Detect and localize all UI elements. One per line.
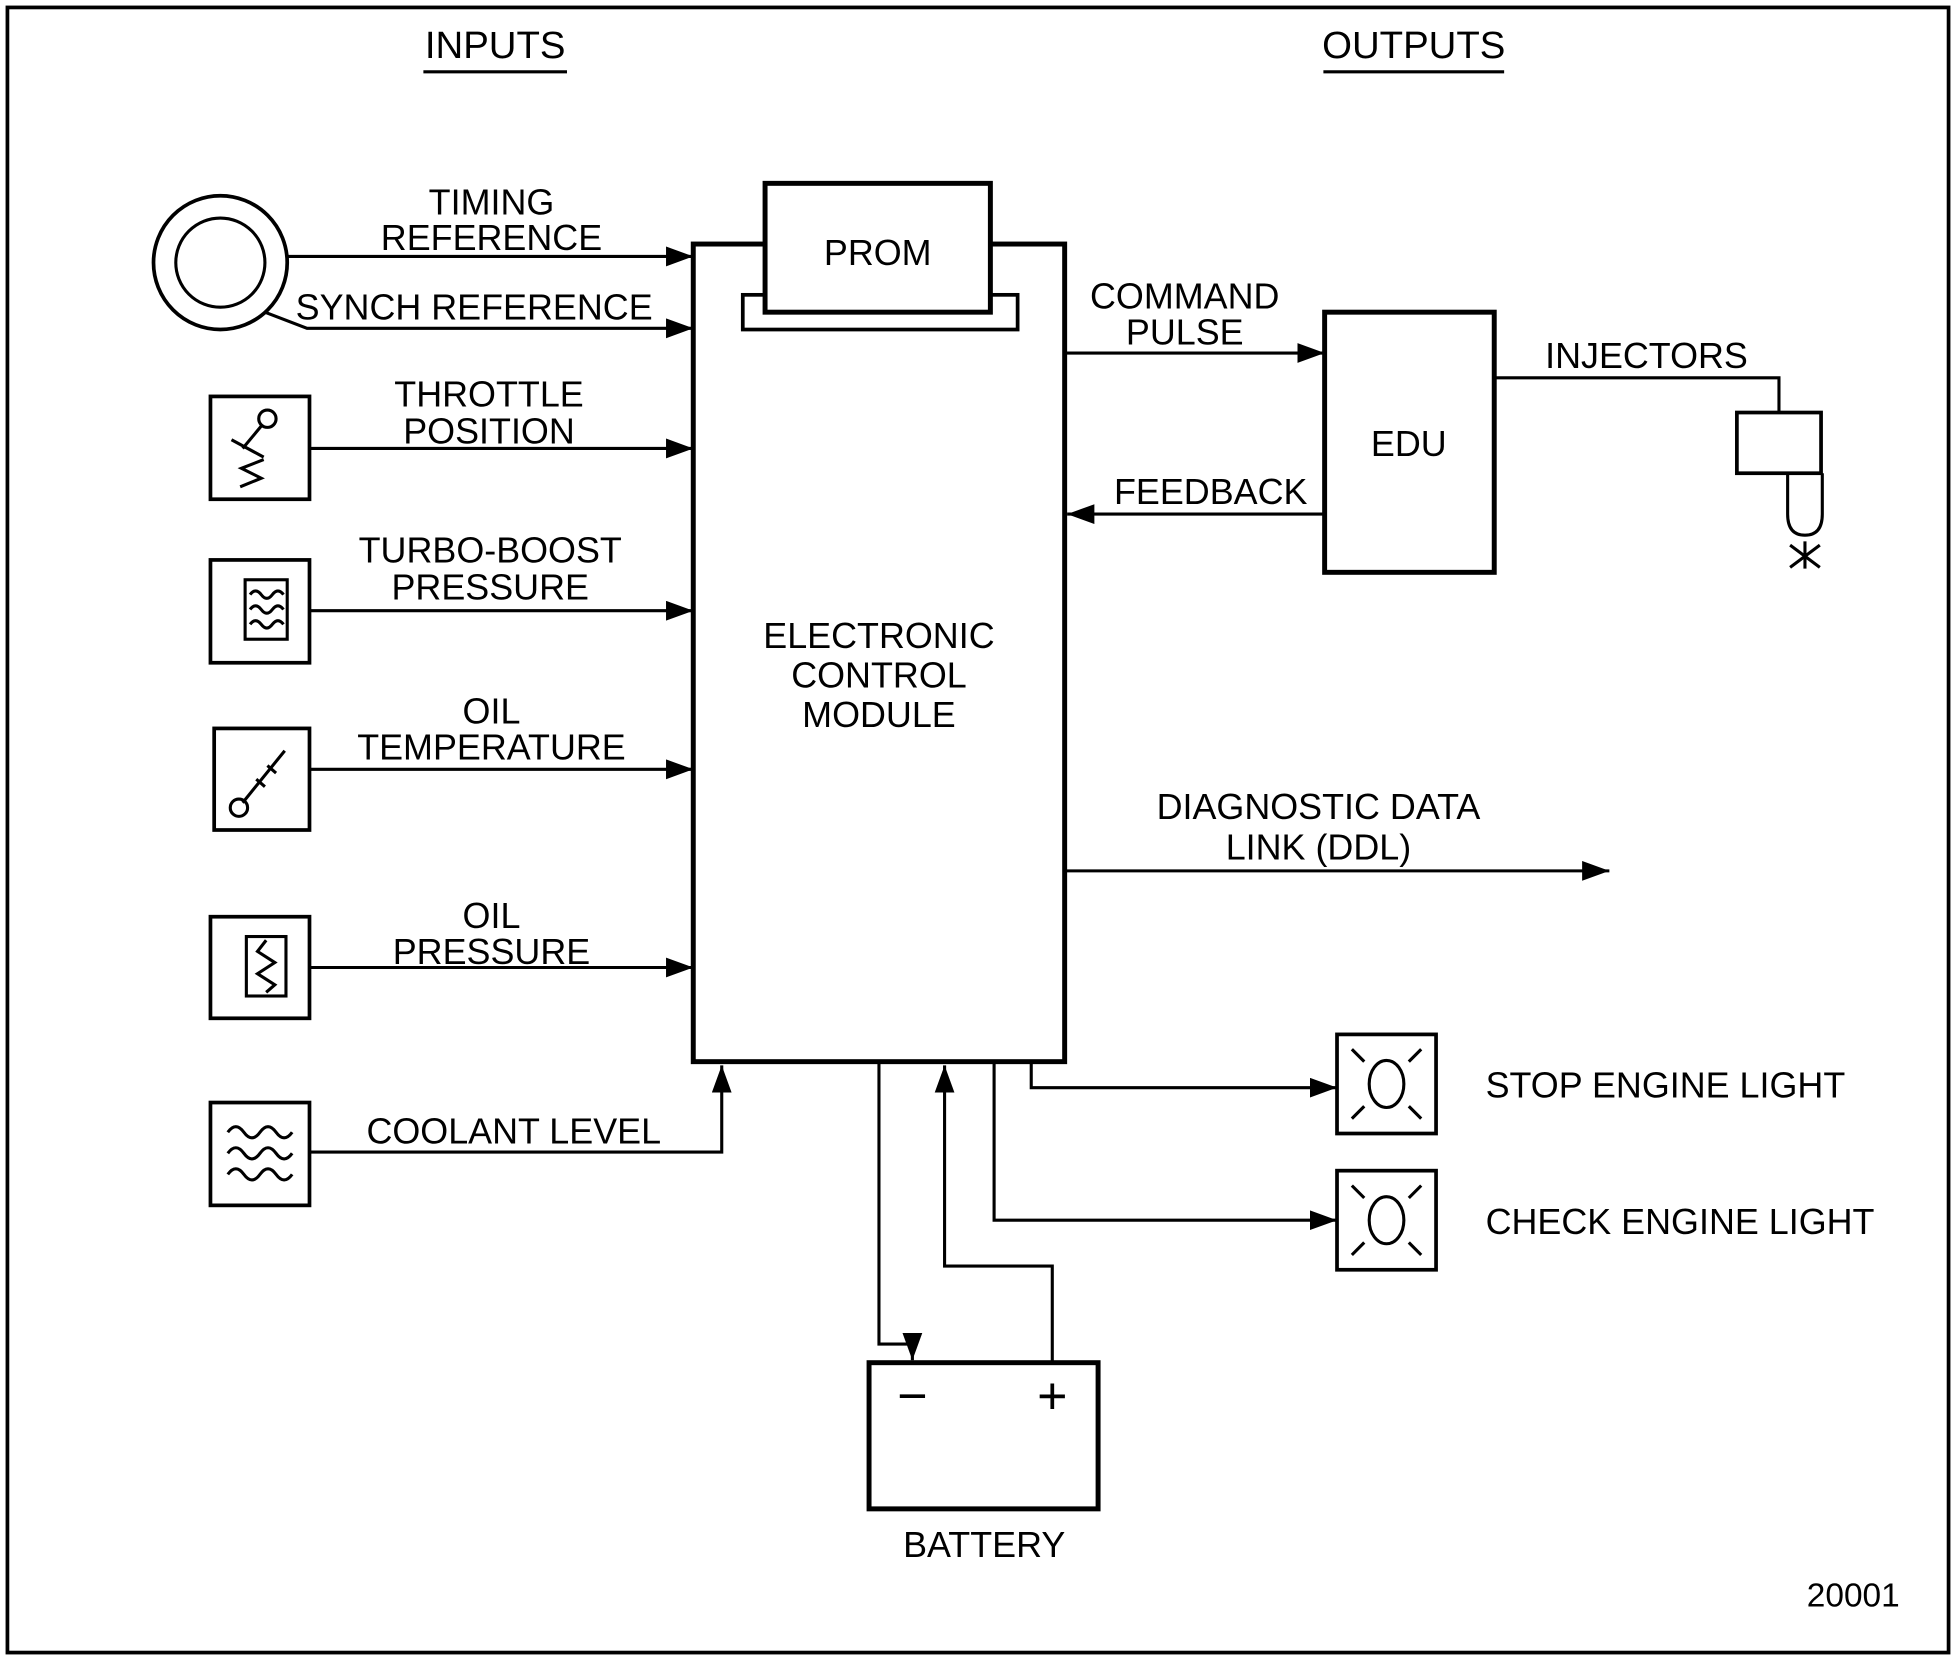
check-engine-light-label: CHECK ENGINE LIGHT [1486,1201,1875,1242]
ecm-label-line1: ELECTRONIC [763,615,994,656]
injector-body [1735,410,1823,476]
turbo-boost-label-line2: PRESSURE [391,567,588,608]
oil-pressure-element-box [244,934,288,998]
injectors-wire [1494,376,1781,413]
synch-reference-label: SYNCH REFERENCE [296,287,653,328]
throttle-pedal-pivot [257,408,278,429]
check-light-ray-4 [1407,1241,1423,1257]
coolant-level-wire [309,1065,732,1154]
check-engine-light-wire [992,1061,1338,1231]
edu-label: EDU [1371,423,1447,464]
oil-pressure-label-line1: OIL [463,895,521,936]
battery-to-ecm-wire [934,1065,1054,1363]
prom-box [762,180,993,315]
check-engine-light-icon [1335,1168,1438,1272]
feedback-label: FEEDBACK [1114,471,1308,512]
battery-label: BATTERY [903,1524,1065,1565]
outputs-header: OUTPUTS [1322,24,1505,67]
oil-temp-thermometer-bulb [228,797,250,818]
turbo-element-wave-1 [248,589,285,600]
throttle-position-sensor-icon [208,394,312,502]
stop-engine-light-wire [1029,1061,1338,1098]
ecm-to-battery-wire [877,1061,923,1361]
ddl-label-line2: LINK (DDL) [1226,827,1411,868]
figure-number: 20001 [1807,1578,1900,1615]
oil-pressure-label-line2: PRESSURE [393,931,590,972]
oil-temp-thermometer-stem [241,749,286,804]
stop-light-ray-1 [1350,1048,1366,1063]
injector-icon [1735,410,1824,569]
command-pulse-label-line1: COMMAND [1090,275,1279,316]
check-light-ray-3 [1350,1241,1366,1257]
coolant-level-label: COOLANT LEVEL [366,1110,661,1151]
edu-box [1322,309,1497,575]
ecm-label-line2: CONTROL [791,655,967,696]
ddl-label-line1: DIAGNOSTIC DATA [1157,786,1481,827]
stop-engine-light-icon [1335,1032,1438,1136]
throttle-pedal-plate [230,438,265,459]
timing-sensor-inner-ring [174,216,267,309]
stop-engine-light-label: STOP ENGINE LIGHT [1486,1065,1846,1106]
injectors-label: INJECTORS [1545,335,1748,376]
oil-temperature-label-line1: OIL [463,690,521,731]
turbo-element-wave-2 [248,604,285,615]
stop-light-ray-2 [1407,1048,1423,1063]
turbo-boost-label-line1: TURBO-BOOST [359,529,622,570]
oil-pressure-sensor-icon [208,914,312,1021]
ecm-label-line3: MODULE [802,694,956,735]
timing-sensor-outer-ring [151,193,290,332]
check-light-bulb [1367,1195,1406,1246]
turbo-element-wave-3 [248,619,285,630]
prom-label: PROM [824,232,932,273]
turbo-element-box [243,578,289,641]
battery-minus-terminal: − [897,1367,927,1425]
oil-temperature-sensor-icon [212,726,312,832]
check-light-ray-1 [1350,1184,1366,1200]
oil-temp-tick-1 [255,778,266,788]
turbo-sensor-box [208,558,312,665]
coolant-wave-2 [226,1146,294,1161]
throttle-position-label-line1: THROTTLE [394,373,583,414]
stop-light-ray-3 [1350,1105,1366,1120]
coolant-wave-1 [226,1125,294,1140]
injector-nozzle [1786,473,1824,537]
throttle-pedal-lever [241,425,263,450]
throttle-pedal-spring [237,458,265,489]
throttle-position-label-line2: POSITION [403,410,575,451]
synch-reference-wire [264,310,694,339]
coolant-level-sensor-icon [208,1100,312,1208]
timing-reference-label-line1: TIMING [429,181,555,222]
oil-pressure-zigzag [254,939,278,994]
oil-temperature-label-line2: TEMPERATURE [357,726,626,767]
command-pulse-label-line2: PULSE [1126,311,1244,352]
stop-light-ray-4 [1407,1105,1423,1120]
oil-pressure-sensor-box [208,914,312,1021]
check-light-ray-2 [1407,1184,1423,1200]
oil-temp-tick-2 [266,764,278,775]
turbo-boost-sensor-icon [208,558,312,665]
timing-reference-label-line2: REFERENCE [381,217,602,258]
battery-plus-terminal: + [1037,1367,1067,1425]
coolant-wave-3 [226,1167,294,1182]
battery-box [866,1360,1101,1512]
inputs-header: INPUTS [425,24,566,67]
timing-sensor-icon [151,193,290,332]
stop-light-bulb [1367,1058,1406,1110]
